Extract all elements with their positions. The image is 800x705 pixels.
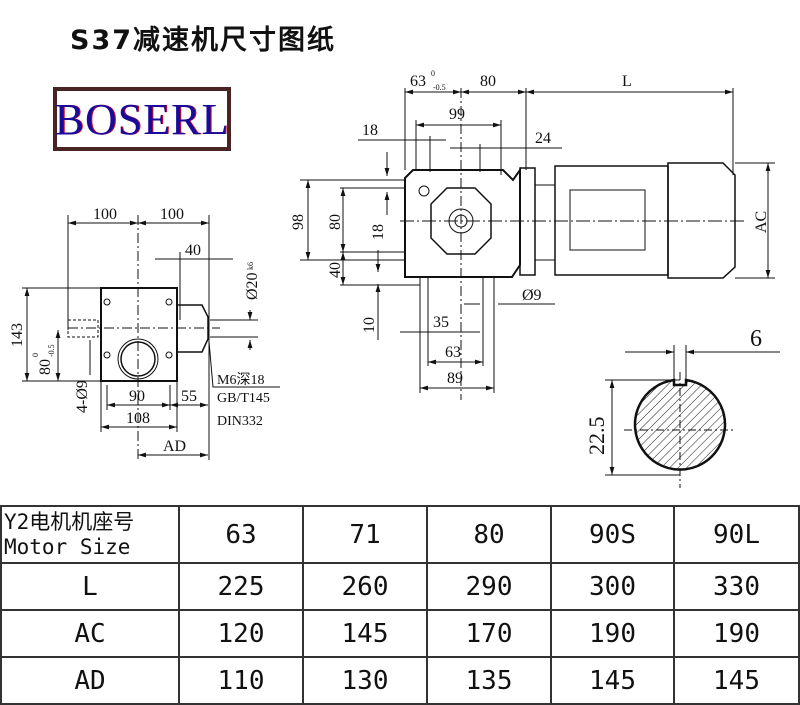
dim-tolerance: -0.5	[433, 83, 446, 92]
thread-note: M6深18	[217, 372, 264, 388]
table-cell: 330	[673, 562, 800, 611]
header-label-en: Motor Size	[4, 534, 131, 559]
dim-label: 90	[129, 388, 145, 405]
front-view	[300, 88, 775, 400]
dim-label: 4-Ø9	[74, 380, 91, 413]
front-view-labels: 63 0 -0.5 80 L 99 18 24 98 80 18 40 10 Ø…	[290, 69, 770, 387]
table-row: AD 110 130 135 145 145	[0, 656, 800, 705]
table-cell: 300	[550, 562, 675, 611]
dim-label: AD	[163, 438, 186, 455]
row-label: AC	[0, 609, 180, 658]
dim-label: 80	[37, 359, 54, 375]
table-row: AC 120 145 170 190 190	[0, 609, 800, 658]
dim-label: 63	[445, 344, 461, 361]
dim-label: 108	[126, 410, 150, 427]
dim-tolerance: k6	[246, 262, 255, 270]
row-label: L	[0, 562, 180, 611]
page-title: S37减速机尺寸图纸	[70, 25, 337, 56]
table-cell: 90S	[550, 505, 675, 564]
side-view-labels: 100 100 40 Ø20 k6 143 80 0 -0.5 4-Ø9 90 …	[9, 206, 270, 455]
logo-text: BOSERL	[54, 94, 230, 144]
table-cell: 90L	[673, 505, 800, 564]
dim-label: AC	[753, 211, 770, 233]
dim-label: 40	[327, 262, 344, 278]
dim-label: 80	[480, 73, 496, 90]
dim-label: 99	[449, 106, 465, 123]
table-cell: 290	[426, 562, 552, 611]
shaft-section	[605, 345, 780, 488]
dim-label: 98	[290, 214, 307, 230]
keyway-width-label: 6	[750, 326, 762, 352]
dim-label: 55	[181, 388, 197, 405]
dim-label: 80	[327, 214, 344, 230]
dim-label: 40	[185, 242, 201, 259]
technical-drawing: 100 100 40 Ø20 k6 143 80 0 -0.5 4-Ø9 90 …	[9, 69, 780, 488]
dim-tolerance: 0	[31, 353, 40, 357]
table-cell: 190	[550, 609, 675, 658]
table-cell: 260	[302, 562, 428, 611]
dim-label: 18	[370, 224, 387, 240]
brand-logo: BOSERL	[53, 87, 231, 151]
table-cell: 120	[178, 609, 304, 658]
dim-tolerance: -0.5	[47, 344, 56, 357]
standard-note: GB/T145	[217, 391, 270, 406]
shaft-height-label: 22.5	[584, 417, 609, 456]
dim-label: 18	[362, 122, 378, 139]
table-cell: 145	[302, 609, 428, 658]
table-cell: 225	[178, 562, 304, 611]
table-cell: 63	[178, 505, 304, 564]
table-cell: 130	[302, 656, 428, 705]
dim-label: Ø9	[522, 287, 542, 304]
table-cell: 80	[426, 505, 552, 564]
dim-label: 35	[433, 314, 449, 331]
table-cell: 190	[673, 609, 800, 658]
table-cell: 71	[302, 505, 428, 564]
dim-label: 10	[361, 317, 378, 333]
standard-note: DIN332	[217, 414, 263, 429]
table-cell: 135	[426, 656, 552, 705]
header-label-cn: Y2电机机座号	[4, 509, 135, 534]
table-cell: 110	[178, 656, 304, 705]
table-cell: 170	[426, 609, 552, 658]
dim-label: 143	[9, 323, 26, 347]
dim-label: 63	[410, 73, 426, 90]
table-cell: 145	[673, 656, 800, 705]
side-view	[22, 215, 280, 460]
dim-label: L	[622, 73, 632, 90]
table-row: L 225 260 290 300 330	[0, 562, 800, 611]
row-label: AD	[0, 656, 180, 705]
dim-label: 89	[447, 370, 463, 387]
dim-label: 100	[160, 206, 184, 223]
dim-tolerance: 0	[431, 69, 435, 78]
dim-label: 24	[535, 130, 551, 147]
dim-label: 100	[93, 206, 117, 223]
table-cell: 145	[550, 656, 675, 705]
dim-label: Ø20	[244, 272, 261, 300]
